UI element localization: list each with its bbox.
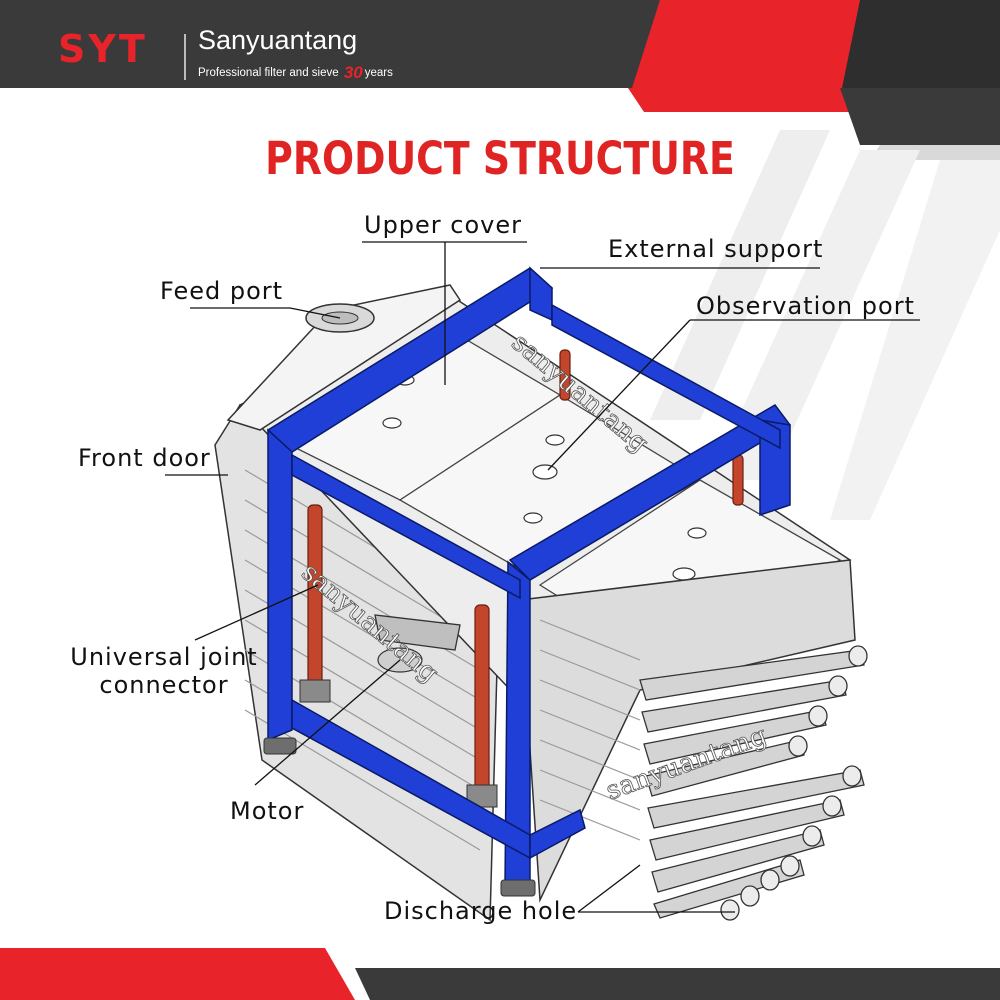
- tagline-prefix: Professional filter and sieve: [198, 67, 339, 79]
- tagline-number: 30: [343, 63, 363, 82]
- footer-red-band: [0, 948, 355, 1000]
- frame-feet: [263, 737, 536, 897]
- motor-body: [374, 614, 461, 651]
- label-feed-port: Feed port: [160, 277, 284, 305]
- label-discharge-hole: Discharge hole: [384, 897, 578, 925]
- external-support-frame: [266, 266, 792, 886]
- joint-bases: [299, 679, 498, 808]
- label-motor: Motor: [230, 797, 305, 825]
- feed-hood: [226, 284, 462, 431]
- discharge-outlets: [720, 645, 868, 921]
- leader-lines: [165, 241, 920, 913]
- page-title: PRODUCT STRUCTURE: [265, 132, 735, 185]
- tagline-suffix: years: [364, 67, 393, 79]
- header-dark-tail: [840, 88, 1000, 145]
- logo-mark: SYT: [58, 27, 148, 71]
- header-red-tail: [628, 88, 900, 112]
- universal-joint-rods: [307, 349, 744, 796]
- label-upper-cover: Upper cover: [364, 211, 523, 239]
- label-front-door: Front door: [78, 444, 211, 472]
- header-dark-corner: [842, 0, 1000, 88]
- label-external-support: External support: [608, 235, 824, 263]
- footer-dark-band: [355, 968, 1000, 1000]
- logo-divider: [184, 34, 186, 80]
- label-observation-port: Observation port: [696, 292, 915, 320]
- brand-name: Sanyuantang: [198, 25, 358, 55]
- label-universal-joint-connector: Universal joint connector: [70, 643, 258, 699]
